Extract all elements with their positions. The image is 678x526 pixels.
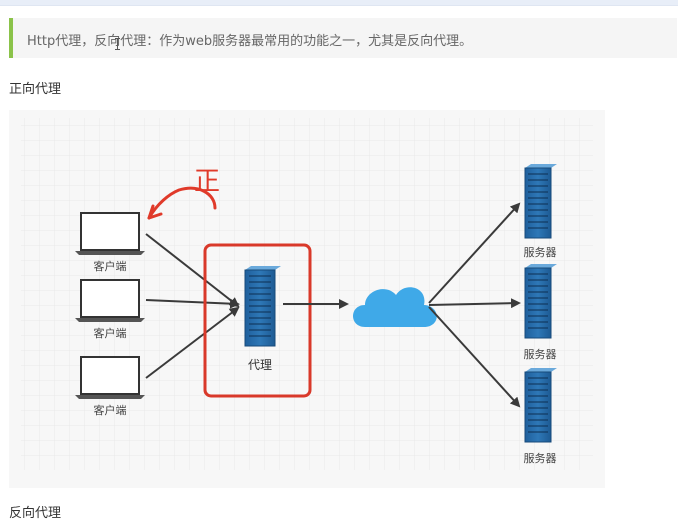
- server-1: 服务器: [524, 164, 557, 259]
- handwritten-annotation: 正: [147, 167, 220, 220]
- arrow-cloud-to-server-3: [428, 306, 521, 408]
- server-icon: [524, 368, 557, 443]
- server-label: 服务器: [524, 246, 557, 259]
- arrow-client-3-to-proxy: [145, 306, 240, 379]
- proxy-label: 代理: [248, 358, 272, 372]
- annotation-text: 正: [194, 167, 220, 197]
- server-icon: [524, 164, 557, 239]
- server-label: 服务器: [524, 348, 557, 361]
- section-title-forward-proxy: 正向代理: [9, 82, 62, 97]
- laptop-icon: [75, 279, 145, 322]
- client-label: 客户端: [94, 259, 127, 273]
- server-3: 服务器: [524, 368, 557, 465]
- client-label: 客户端: [94, 403, 127, 417]
- client-laptop-3: 客户端: [75, 356, 145, 417]
- section-title-reverse-proxy: 反向代理: [9, 506, 62, 521]
- forward-proxy-diagram: 客户端 客户端 客户端 代理: [9, 110, 605, 488]
- client-label: 客户端: [94, 326, 127, 340]
- server-icon: [524, 264, 557, 339]
- blockquote-text: Http代理，反向代理：作为web服务器最常用的功能之一，尤其是反向代理。: [27, 34, 473, 49]
- top-strip: [0, 0, 678, 6]
- arrow-cloud-to-server-2: [428, 298, 521, 309]
- proxy-server-icon: [244, 266, 281, 347]
- laptop-icon: [75, 356, 145, 399]
- blockquote: Http代理，反向代理：作为web服务器最常用的功能之一，尤其是反向代理。: [9, 18, 677, 58]
- text-cursor-icon: [115, 38, 120, 50]
- server-2: 服务器: [524, 264, 557, 361]
- cloud-icon: [353, 287, 437, 327]
- arrow-client-2-to-proxy: [145, 298, 240, 309]
- client-laptop-2: 客户端: [75, 279, 145, 340]
- laptop-icon: [75, 212, 145, 255]
- arrow-client-1-to-proxy: [145, 233, 240, 308]
- client-laptop-1: 客户端: [75, 212, 145, 273]
- proxy-highlight-box: [203, 243, 312, 398]
- server-label: 服务器: [524, 452, 557, 465]
- arrow-cloud-to-server-1: [428, 202, 521, 304]
